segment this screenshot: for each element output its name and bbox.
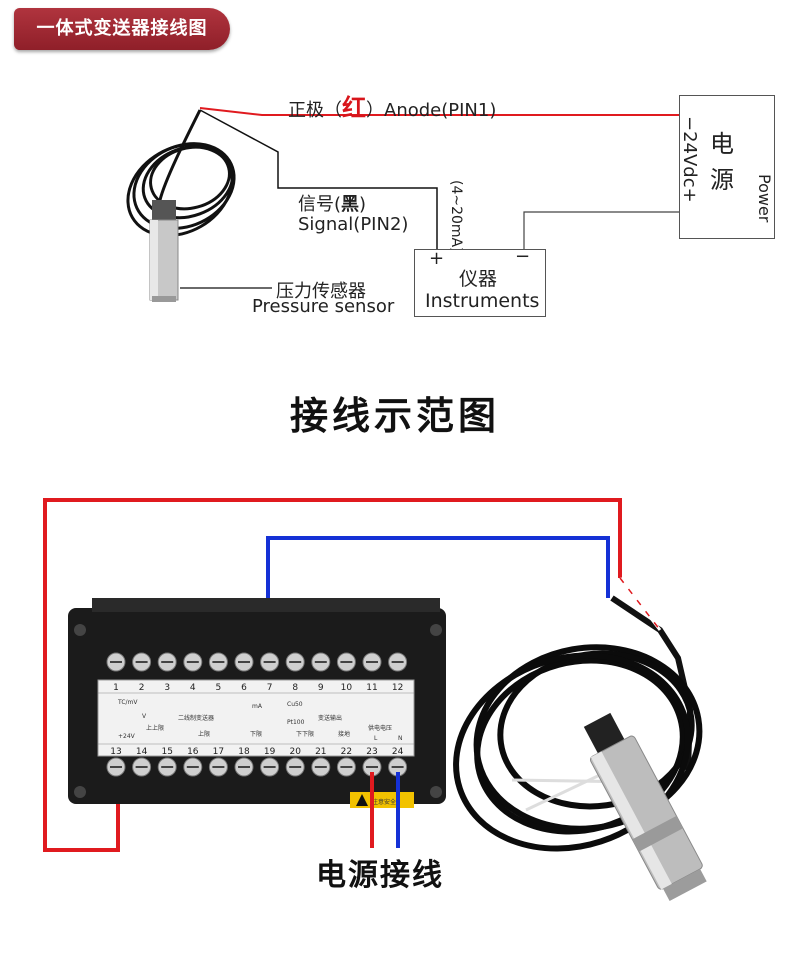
terminal-number: 7 [267,683,273,693]
power-en-label: Power [755,174,774,223]
terminal-number: 21 [315,747,326,757]
svg-text:接地: 接地 [338,730,350,738]
svg-text:TC/mV: TC/mV [117,699,138,706]
svg-text:下下限: 下下限 [296,730,314,738]
power-cn-1: 电 [710,130,734,158]
terminal-number: 20 [289,747,301,757]
terminal-number: 24 [392,747,404,757]
pressure-sensor-body [149,200,179,302]
terminal-number: 12 [392,683,403,693]
terminal-number: 13 [110,747,121,757]
signal-wire [199,109,438,250]
signal-cn-label: 信号(黑) [298,194,367,215]
svg-text:供电电压: 供电电压 [368,724,392,732]
svg-text:上上限: 上上限 [146,724,164,732]
sensor-cn-label: 压力传感器 [276,281,366,302]
terminal-number: 11 [366,683,377,693]
instrument-minus: − [515,246,531,267]
terminal-number: 16 [187,747,199,757]
red-power-wire [43,498,622,852]
svg-text:Cu50: Cu50 [287,701,303,708]
blue-signal-wire [266,536,610,655]
instrument-cn: 仪器 [459,268,498,290]
current-range-label: (4~20mA) [448,180,464,253]
instrument-en: Instruments [425,290,540,312]
terminal-number: 19 [264,747,276,757]
svg-text:下限: 下限 [250,730,262,738]
terminal-number: 17 [213,747,224,757]
pressure-sensor-probe [583,712,707,902]
negative-wire [523,211,680,250]
instrument-plus: + [429,248,445,269]
terminal-number: 2 [139,683,145,693]
bottom-terminal-screws [106,757,408,777]
terminal-number: 18 [238,747,250,757]
svg-text:V: V [142,713,147,720]
signal-en-label: Signal(PIN2) [298,214,409,235]
anode-wire [199,107,680,116]
sensor-cable-coil [126,109,236,238]
power-voltage-label: −24Vdc+ [679,116,700,203]
svg-text:注意安全: 注意安全 [372,798,396,806]
terminal-label-panel [97,679,415,757]
terminal-number: 6 [241,683,247,693]
top-terminal-screws [106,652,408,672]
power-wiring-label: 电源接线 [316,858,444,893]
svg-text:L: L [374,735,378,742]
svg-text:变送输出: 变送输出 [318,714,342,722]
svg-text:N: N [398,735,403,742]
svg-text:mA: mA [252,703,263,710]
terminal-number: 14 [136,747,148,757]
terminal-number: 5 [216,683,222,693]
terminal-number: 3 [164,683,170,693]
power-box: −24Vdc+ 电 源 Power [679,95,775,239]
terminal-number: 15 [161,747,172,757]
terminal-number: 9 [318,683,324,693]
anode-label: 正极（红）Anode(PIN1) [288,94,497,122]
section-heading: 接线示范图 [289,394,500,438]
svg-text:上限: 上限 [198,730,210,738]
warning-sticker: 注意安全 [350,792,414,808]
terminal-number: 1 [113,683,119,693]
svg-text:+24V: +24V [118,733,136,740]
bottom-terminal-numbers: 13 14 15 16 17 18 19 20 21 22 23 24 [110,747,403,757]
wiring-schematic [126,107,680,302]
svg-text:Pt100: Pt100 [287,719,305,726]
power-cn-2: 源 [710,166,734,194]
terminal-number: 4 [190,683,196,693]
title-badge: 一体式变送器接线图 [14,8,230,50]
terminal-number: 22 [341,747,352,757]
terminal-number: 10 [341,683,353,693]
svg-text:二线制变送器: 二线制变送器 [178,714,214,722]
instrument-box: + − 仪器 Instruments [414,246,546,317]
sensor-cable-coil-photo [453,644,703,852]
sensor-en-label: Pressure sensor [252,296,395,317]
terminal-number: 8 [292,683,298,693]
terminal-panel-labels: TC/mV V mA Cu50 Pt100 变送输出 +24V 上上限 二线制变… [117,699,403,742]
terminal-number: 23 [366,747,377,757]
